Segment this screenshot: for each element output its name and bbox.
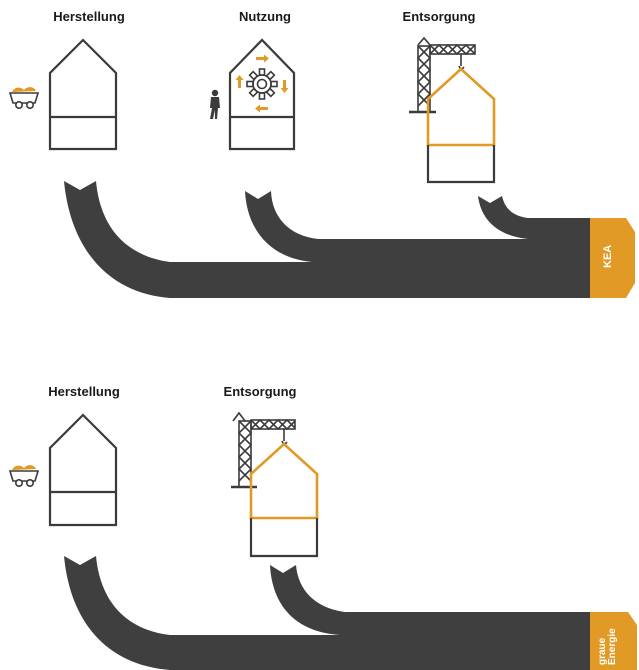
kea-label: KEA [602,244,614,268]
hanging-house-icon [249,442,319,558]
energie-label: Energie [607,628,618,665]
stage-label-herstellung: Herstellung [53,9,125,24]
stage-label-entsorgung-bottom: Entsorgung [223,384,297,399]
house-nutzung-icon [228,38,296,151]
person-icon [210,89,220,119]
house-icon [48,38,118,151]
flow-band-nutzung [245,191,590,262]
kea-arrow [590,218,635,298]
stage-label-herstellung-bottom: Herstellung [48,384,120,399]
house-icon [48,413,118,527]
crane-icon [231,411,296,489]
flow-band-bottom-herstellung [64,556,590,670]
stage-label-nutzung: Nutzung [239,9,291,24]
flow-band-herstellung [64,181,590,298]
graue-energie-label: graue Energie [597,628,618,665]
hanging-house-icon [426,67,496,184]
stage-label-entsorgung: Entsorgung [402,9,476,24]
flow-band-entsorgung [478,196,590,239]
mine-cart-icon [8,465,40,488]
gear-icon [235,54,289,113]
crane-icon [409,36,476,114]
mine-cart-icon [8,87,40,110]
graue-energie-arrow [590,612,637,670]
flow-band-bottom-entsorgung [270,565,590,635]
